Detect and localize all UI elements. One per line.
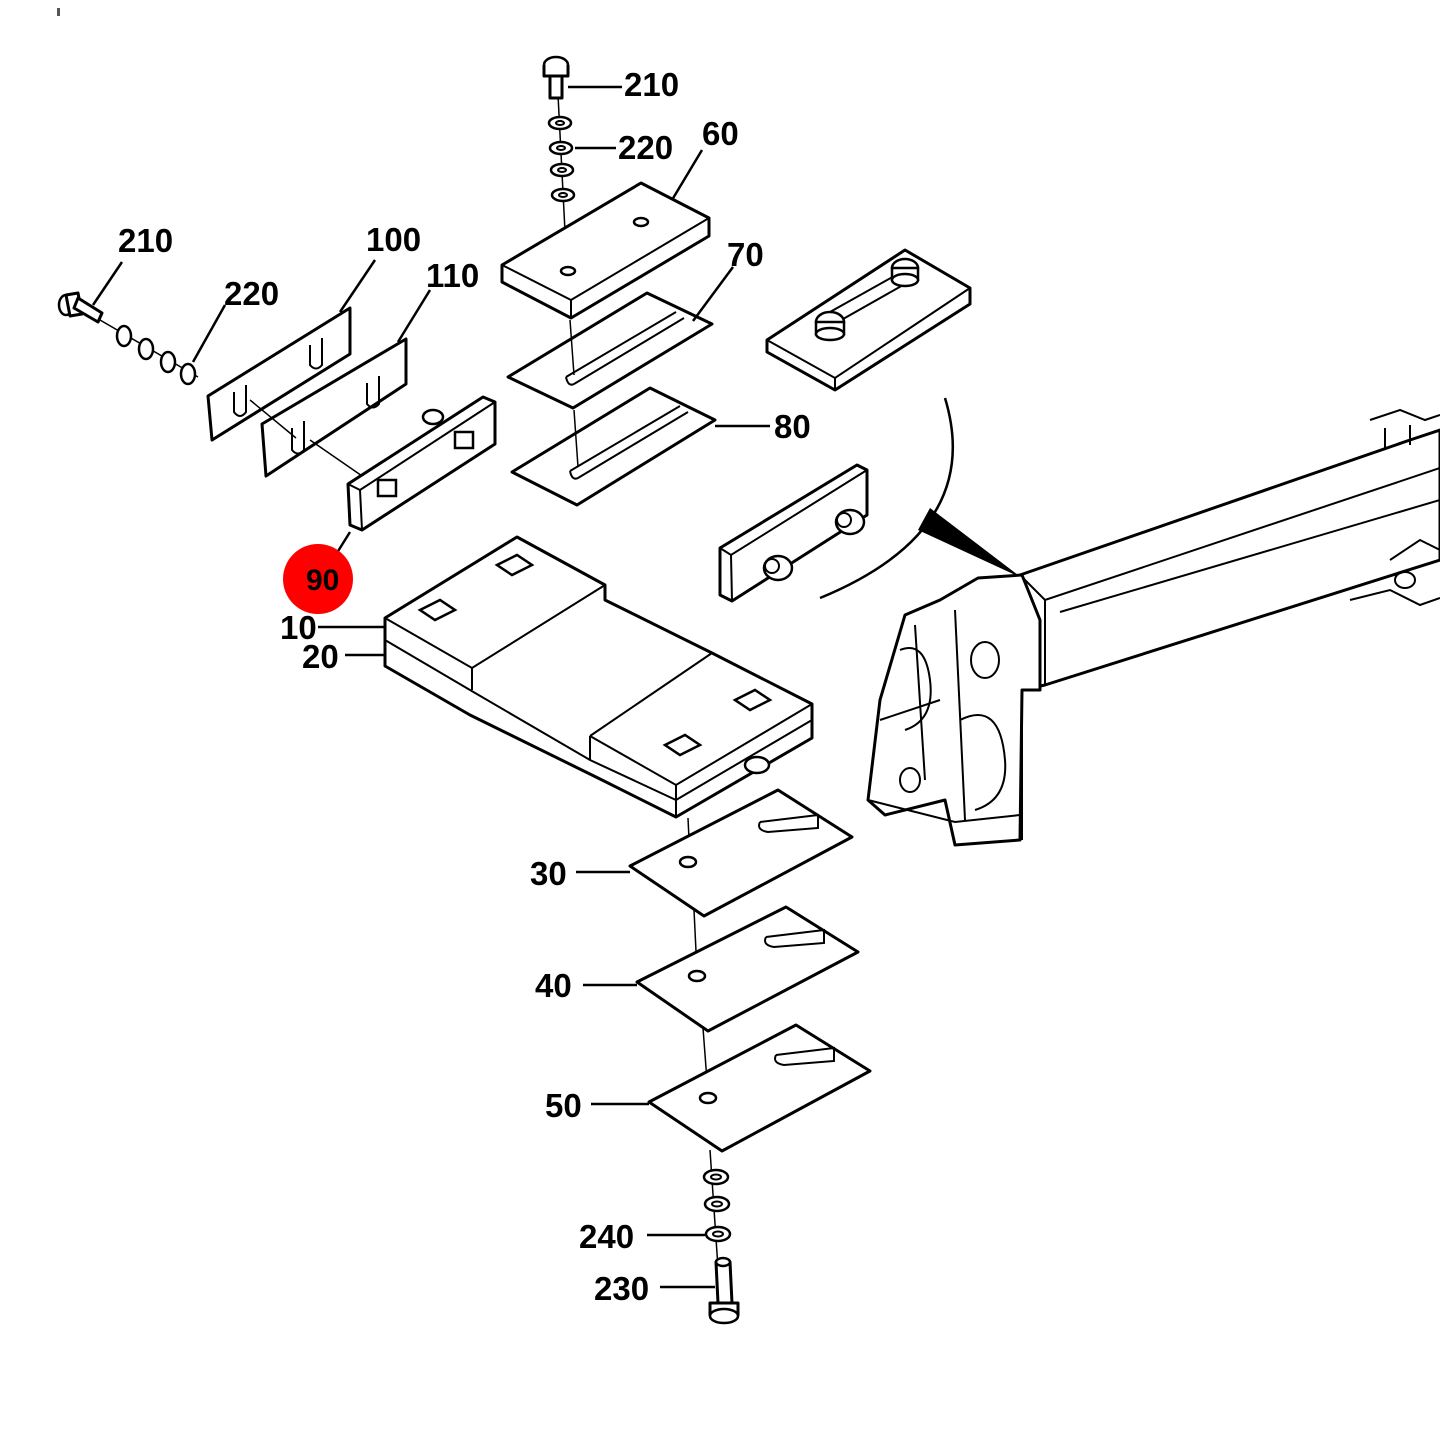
callout-50: 50 <box>545 1087 582 1124</box>
assembled-pad-top <box>765 248 972 392</box>
plate-60 <box>500 149 711 320</box>
callout-220-left: 220 <box>224 275 279 312</box>
bottom-bolt-stack <box>647 1149 740 1325</box>
shim-80 <box>510 386 770 507</box>
callout-210-left: 210 <box>118 222 173 259</box>
callout-220-top: 220 <box>618 129 673 166</box>
detail-callout-arc <box>819 397 1022 600</box>
stray-mark <box>57 8 60 16</box>
shim-30 <box>576 788 854 918</box>
callout-240: 240 <box>579 1218 634 1255</box>
shim-100 <box>206 259 377 442</box>
shim-40 <box>583 905 860 1033</box>
callout-20: 20 <box>302 638 339 675</box>
left-bolt-stack <box>57 261 227 386</box>
callout-230: 230 <box>594 1270 649 1307</box>
bolt-210-left <box>57 291 104 324</box>
callout-40: 40 <box>535 967 572 1004</box>
callout-210-top: 210 <box>624 66 679 103</box>
callout-30: 30 <box>530 855 567 892</box>
callout-70: 70 <box>727 236 764 273</box>
bolt-210-top <box>542 55 570 100</box>
washer-stack-220-top <box>547 115 576 203</box>
telescopic-boom <box>866 408 1440 847</box>
base-plate-10-20 <box>318 535 814 819</box>
wear-pad-90 <box>333 395 497 557</box>
top-bolt-stack <box>542 55 622 271</box>
assembled-pad-side <box>718 463 869 603</box>
bolt-230 <box>708 1256 740 1325</box>
highlight-callout-90 <box>283 544 353 614</box>
callout-labels: 210 220 60 70 80 210 220 100 110 90 10 2… <box>118 66 811 1307</box>
washer-stack-240 <box>702 1168 732 1243</box>
shim-50 <box>591 1023 872 1153</box>
callout-60: 60 <box>702 115 739 152</box>
callout-90: 90 <box>306 564 339 597</box>
shim-70 <box>506 266 735 410</box>
shim-110 <box>249 289 432 479</box>
callout-10: 10 <box>280 609 317 646</box>
callout-80: 80 <box>774 408 811 445</box>
callout-110: 110 <box>426 257 479 294</box>
callout-100: 100 <box>366 221 421 258</box>
washer-stack-220-left <box>115 324 197 386</box>
